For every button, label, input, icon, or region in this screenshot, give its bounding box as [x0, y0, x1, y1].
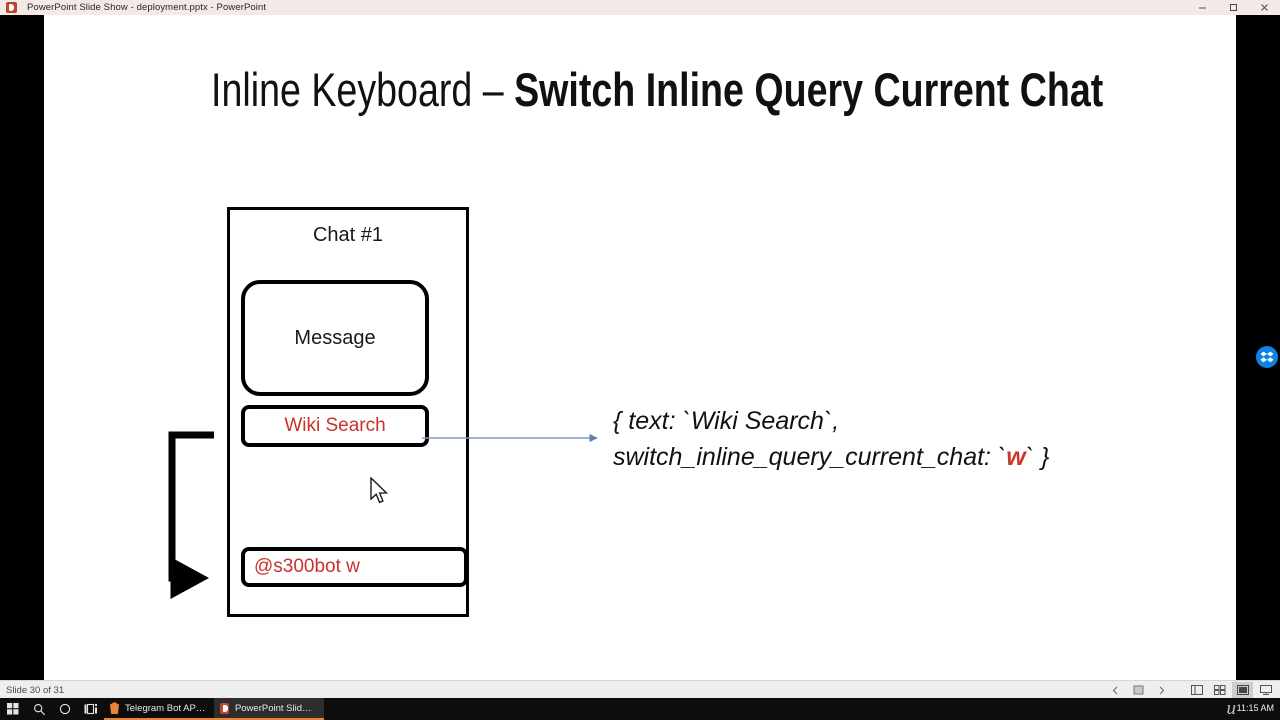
slide-menu-icon[interactable] [1128, 682, 1149, 698]
task-view-icon[interactable] [78, 698, 104, 720]
annotation-query-value: w [1006, 442, 1026, 471]
inline-keyboard-button-wiki-search[interactable]: Wiki Search [241, 405, 429, 447]
taskbar-item-brave-label: Telegram Bot API - Br... [125, 702, 206, 714]
message-bubble: Message [241, 280, 429, 396]
annotation-line-1: { text: `Wiki Search`, [613, 407, 840, 435]
slide-sorter-icon[interactable] [1209, 682, 1230, 698]
slide-show-stage[interactable]: Inline Keyboard – Switch Inline Query Cu… [0, 15, 1280, 680]
page-title: Inline Keyboard – Switch Inline Query Cu… [211, 63, 1103, 117]
taskbar-item-brave[interactable]: Telegram Bot API - Br... [104, 698, 214, 720]
window-title-bar: PowerPoint Slide Show - deployment.pptx … [0, 0, 1280, 16]
reading-view-icon[interactable] [1186, 682, 1207, 698]
brave-icon [110, 702, 120, 714]
taskbar-item-powerpoint-label: PowerPoint Slide Sho... [234, 702, 316, 714]
normal-view-icon[interactable] [1232, 682, 1253, 698]
system-tray: 11:15 AM [1237, 698, 1280, 720]
close-icon[interactable] [1249, 0, 1280, 15]
chat-input-field[interactable]: @s300bot w [241, 547, 468, 587]
slide-counter: Slide 30 of 31 [6, 684, 65, 696]
window-controls [1187, 0, 1280, 15]
window-title: PowerPoint Slide Show - deployment.pptx … [27, 2, 267, 13]
next-slide-icon[interactable] [1151, 682, 1172, 698]
connector-black-elbow [168, 431, 214, 599]
restore-icon[interactable] [1218, 0, 1249, 15]
annotation-code: { text: `Wiki Search`, switch_inline_que… [613, 404, 1153, 475]
status-bar: Slide 30 of 31 [0, 680, 1280, 699]
clock[interactable]: 11:15 AM [1236, 703, 1274, 714]
search-icon[interactable] [26, 698, 52, 720]
chat-panel: Chat #1 Message Wiki Search @s300bot w [227, 207, 469, 617]
status-bar-controls [1105, 682, 1276, 698]
taskbar-item-powerpoint[interactable]: PowerPoint Slide Sho... [214, 698, 324, 720]
powerpoint-icon [220, 702, 229, 714]
taskbar: Telegram Bot API - Br... PowerPoint Slid… [0, 698, 1280, 720]
annotation-line-2-prefix: switch_inline_query_current_chat: ` [613, 442, 1007, 471]
start-button[interactable] [0, 698, 26, 720]
previous-slide-icon[interactable] [1105, 682, 1126, 698]
chat-panel-header: Chat #1 [312, 224, 384, 246]
annotation-line-2-suffix: ` } [1025, 442, 1050, 471]
slide-show-icon[interactable] [1255, 682, 1276, 698]
page-title-light: Inline Keyboard – [211, 63, 515, 116]
powerpoint-icon [5, 2, 19, 13]
cortana-icon[interactable] [52, 698, 78, 720]
dropbox-icon[interactable] [1256, 346, 1278, 368]
page-title-bold: Switch Inline Query Current Chat [514, 63, 1104, 116]
slide-canvas[interactable]: Inline Keyboard – Switch Inline Query Cu… [44, 15, 1236, 680]
annotation-line-2: switch_inline_query_current_chat: `w` } [613, 440, 1153, 476]
minimize-icon[interactable] [1187, 0, 1218, 15]
